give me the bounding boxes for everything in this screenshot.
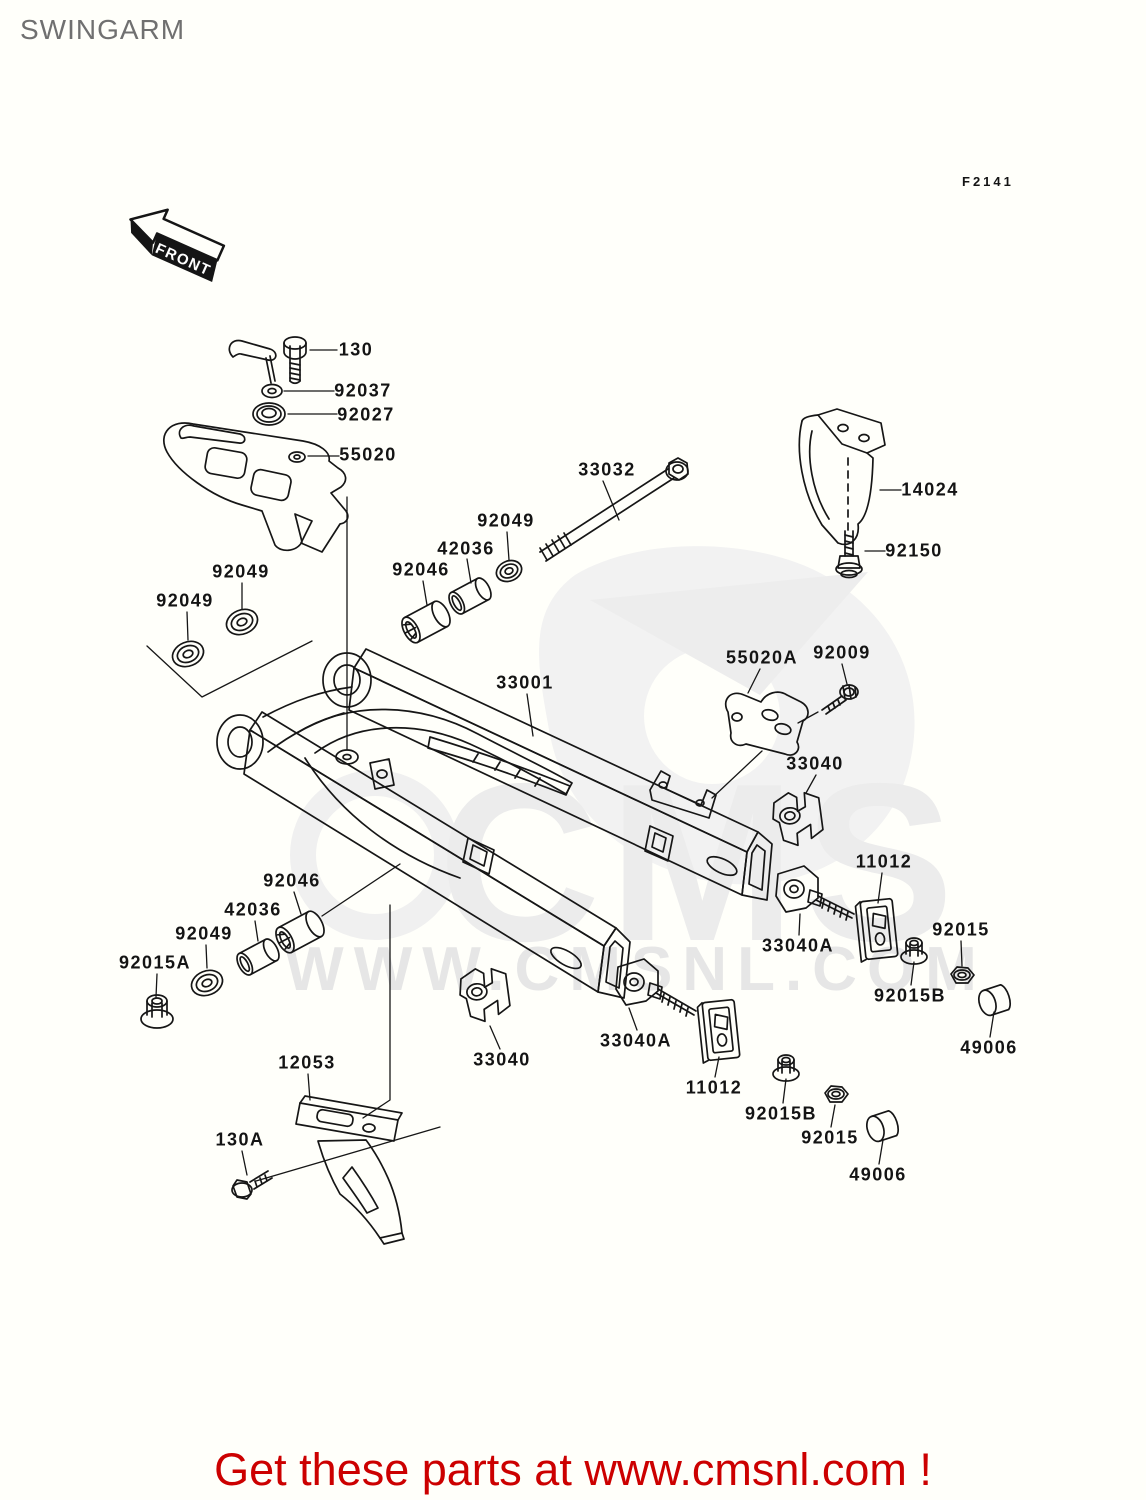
part-label-92049-a: 92049	[477, 510, 535, 531]
part-label-130a: 130A	[215, 1129, 265, 1150]
nut-92015-bottom-drawing	[824, 1085, 849, 1103]
part-label-92015a: 92015A	[118, 952, 192, 973]
leader-lines	[155, 349, 995, 1176]
collar-42036-lower-drawing	[236, 938, 280, 976]
bracket-55020a-drawing	[724, 691, 809, 756]
part-label-33040-bottom: 33040	[473, 1049, 531, 1070]
adjuster-33040a-bottom-drawing	[615, 958, 697, 1017]
bolt-130a-drawing	[231, 1170, 273, 1200]
part-label-92015-right: 92015	[932, 919, 990, 940]
chain-guide-55020-drawing	[163, 422, 349, 553]
tensioner-rod-drawing	[228, 339, 277, 384]
part-label-49006-right: 49006	[960, 1037, 1018, 1058]
part-label-42036-a: 42036	[437, 538, 495, 559]
washer-92037-drawing	[261, 383, 283, 399]
stopper-33040-bottom-drawing	[459, 967, 511, 1023]
part-label-11012-bottom: 11012	[685, 1077, 743, 1098]
page-title: SWINGARM	[20, 14, 186, 45]
seal-92049-lower-drawing	[190, 969, 224, 997]
part-label-92049-d: 92049	[175, 923, 233, 944]
seal-92049-mid-drawing	[225, 608, 259, 636]
needle-bearing-92046-lower-drawing	[275, 910, 325, 954]
cap-49006-bottom-drawing	[865, 1110, 900, 1143]
part-label-92015-bottom: 92015	[801, 1127, 859, 1148]
part-label-92037: 92037	[334, 380, 392, 401]
watermark-url-text: WWW.CMSNL.COM	[285, 935, 987, 1004]
part-label-42036-b: 42036	[224, 899, 282, 920]
part-label-92046-b: 92046	[263, 870, 321, 891]
part-label-92049-b: 92049	[212, 561, 270, 582]
part-label-55020: 55020	[339, 444, 397, 465]
grommet-92027-drawing	[252, 402, 286, 426]
swingarm-33001-drawing	[216, 648, 773, 999]
cap-11012-bottom-drawing	[696, 998, 741, 1064]
cmsnl-watermark: CMS WWW.CMSNL.COM	[285, 546, 987, 1004]
part-label-33001: 33001	[496, 672, 554, 693]
part-label-92046-a: 92046	[392, 559, 450, 580]
seal-92049-right-drawing	[495, 559, 523, 583]
part-label-33040a-right: 33040A	[761, 935, 835, 956]
bolt-130-drawing	[283, 336, 307, 385]
collar-42036-upper-drawing	[448, 577, 492, 615]
cap-11012-right-drawing	[854, 897, 899, 963]
part-label-11012-right: 11012	[855, 851, 913, 872]
nut-92015-right-drawing	[950, 966, 975, 984]
part-label-33040-right: 33040	[786, 753, 844, 774]
part-label-92027: 92027	[337, 404, 395, 425]
bolt-92150-drawing	[835, 530, 863, 579]
part-label-130: 130	[338, 339, 374, 360]
figure-code: F2141	[962, 174, 1014, 189]
chain-slipper-12053-drawing	[295, 1095, 405, 1245]
part-label-92015b-bottom: 92015B	[744, 1103, 818, 1124]
footer-link[interactable]: Get these parts at www.cmsnl.com !	[214, 1444, 932, 1495]
adjuster-33040a-right-drawing	[775, 865, 855, 921]
cap-49006-right-drawing	[977, 984, 1012, 1017]
front-direction-arrow: FRONT	[129, 208, 226, 283]
part-label-92015b-right: 92015B	[873, 985, 947, 1006]
part-label-33040a-bottom: 33040A	[599, 1030, 673, 1051]
flange-nut-92015b-bottom-drawing	[772, 1054, 800, 1082]
part-label-14024: 14024	[901, 479, 959, 500]
part-label-92150: 92150	[885, 540, 943, 561]
part-label-33032: 33032	[578, 459, 636, 480]
part-label-55020a: 55020A	[725, 647, 799, 668]
needle-bearing-92046-upper-drawing	[401, 600, 451, 644]
seal-92049-left-drawing	[171, 640, 205, 668]
part-label-92009: 92009	[813, 642, 871, 663]
part-label-92049-c: 92049	[156, 590, 214, 611]
pivot-bolt-33032-drawing	[539, 457, 689, 562]
chain-guard-14024-drawing	[798, 408, 886, 546]
flange-nut-92015b-right-drawing	[900, 937, 928, 965]
flange-nut-92015a-drawing	[140, 994, 174, 1029]
part-label-49006-bottom: 49006	[849, 1164, 907, 1185]
stopper-33040-right-drawing	[772, 791, 824, 847]
screw-92009-drawing	[821, 684, 859, 715]
part-label-12053: 12053	[278, 1052, 336, 1073]
